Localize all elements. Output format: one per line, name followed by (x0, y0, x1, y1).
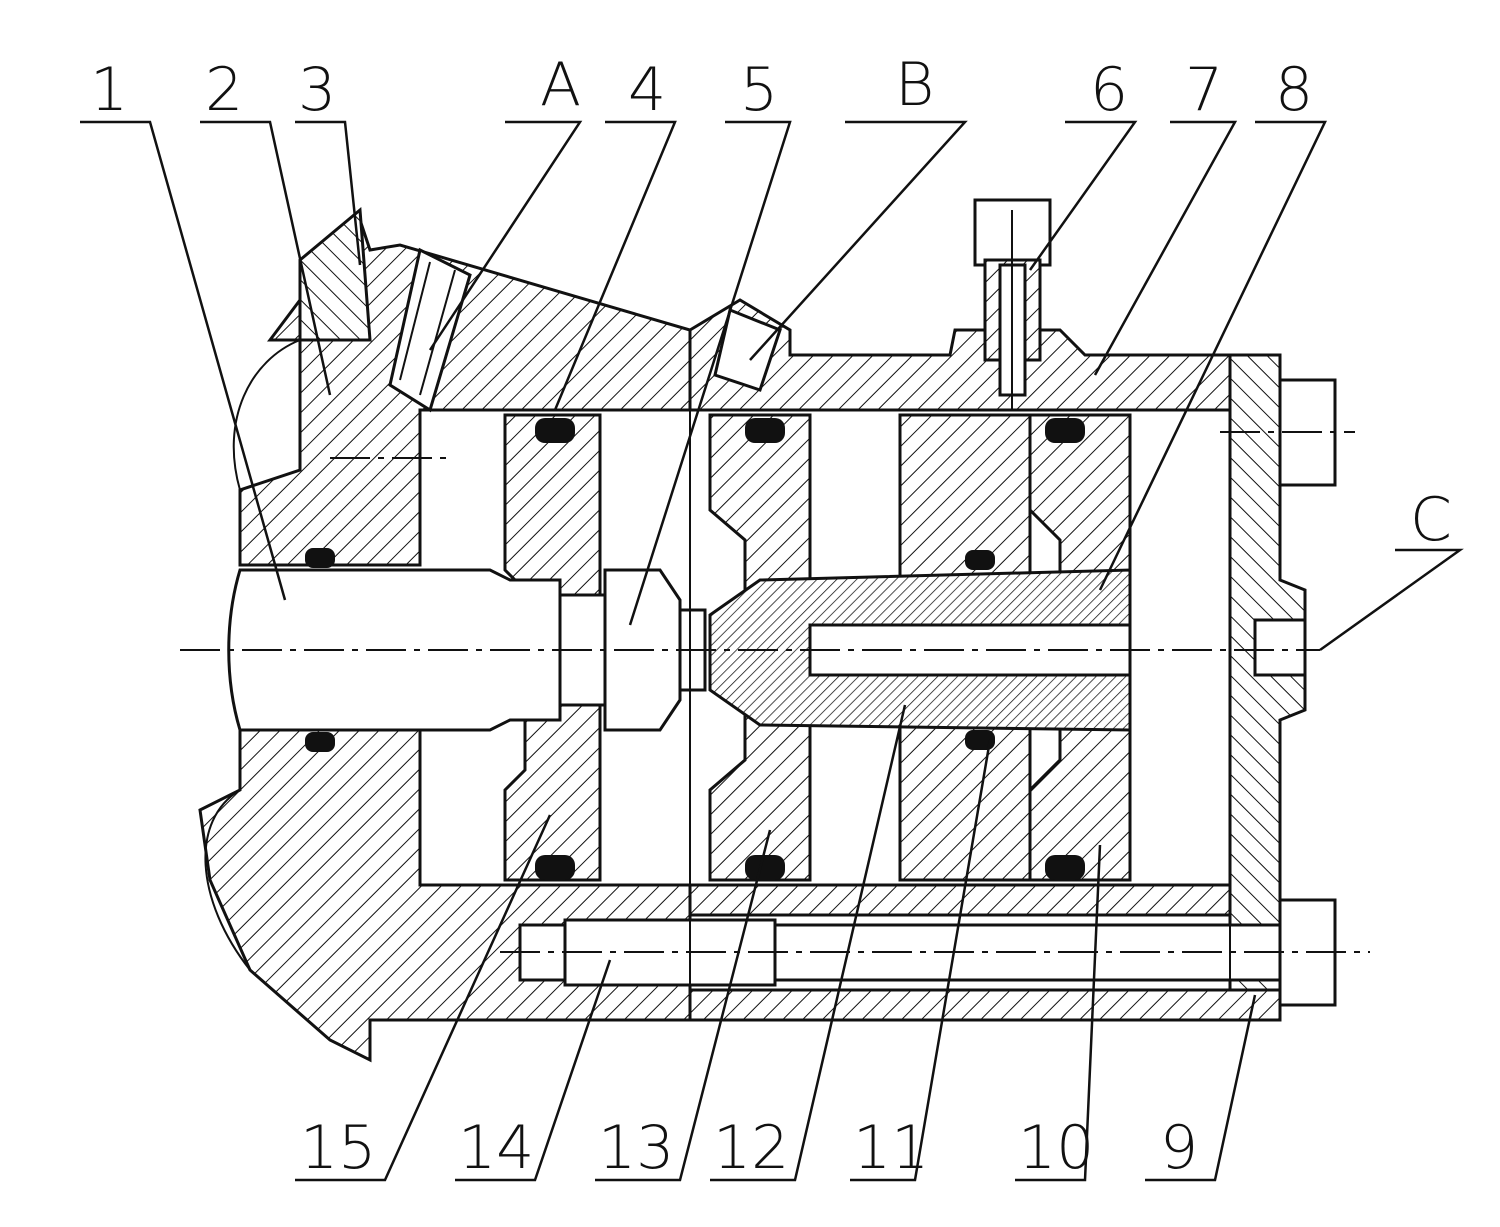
leader-lines (80, 120, 1464, 652)
label-6: 6 (1090, 55, 1128, 125)
label-a: A (540, 50, 581, 120)
label-b: B (895, 50, 934, 120)
label-15: 15 (300, 1113, 376, 1183)
label-2: 2 (205, 55, 243, 125)
labels-top: 1 2 3 A 4 5 B 6 7 8 (90, 50, 1313, 125)
label-13: 13 (598, 1113, 674, 1183)
label-1: 1 (90, 55, 128, 125)
label-8: 8 (1275, 55, 1313, 125)
label-9: 9 (1160, 1113, 1198, 1183)
labels-bottom: 15 14 13 12 11 10 9 (300, 1113, 1198, 1183)
label-7: 7 (1185, 55, 1223, 125)
fitting-6 (973, 198, 1052, 410)
label-3: 3 (298, 55, 336, 125)
label-12: 12 (713, 1113, 789, 1183)
label-14: 14 (458, 1113, 534, 1183)
label-c: C (1410, 485, 1452, 555)
fitting-a (388, 247, 472, 413)
leader-lines-bottom (295, 704, 1257, 1182)
labels-right: C (1410, 485, 1452, 555)
o-rings (305, 418, 1085, 880)
label-11: 11 (853, 1113, 929, 1183)
fitting-b (713, 307, 782, 392)
label-4: 4 (628, 55, 666, 125)
label-10: 10 (1018, 1113, 1094, 1183)
label-5: 5 (740, 55, 778, 125)
